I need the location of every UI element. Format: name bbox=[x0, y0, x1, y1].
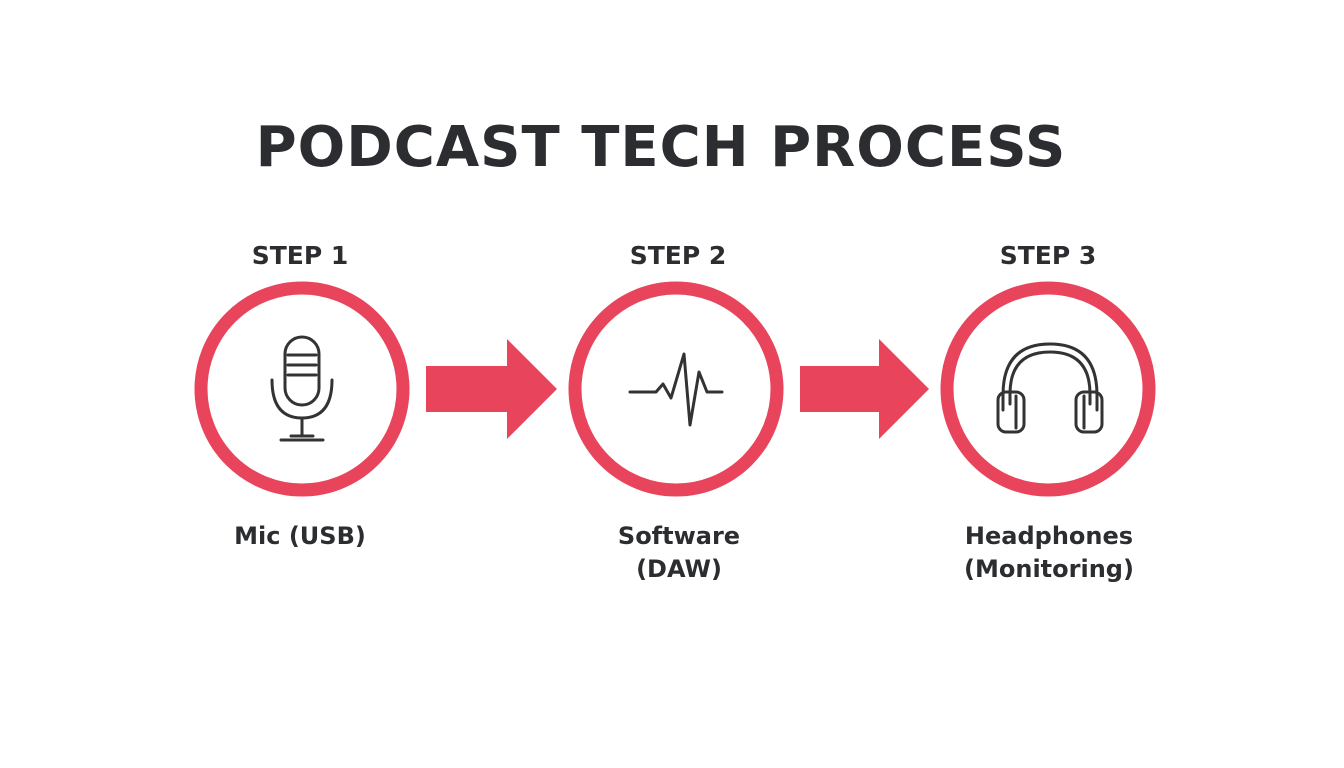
diagram-title: PODCAST TECH PROCESS bbox=[255, 115, 1067, 180]
microphone-icon bbox=[270, 335, 334, 442]
headphones-icon bbox=[996, 342, 1104, 434]
step-3-label: STEP 3 bbox=[999, 241, 1097, 270]
step-1-caption: Mic (USB) bbox=[170, 520, 430, 553]
step-1-circle bbox=[194, 281, 410, 497]
step-3-caption-line-1: Headphones bbox=[964, 522, 1134, 550]
step-2-label: STEP 2 bbox=[629, 241, 727, 270]
step-3-circle bbox=[940, 281, 1156, 497]
step-3-caption-line-2: (Monitoring) bbox=[964, 555, 1134, 583]
step-1-caption-line-1: Mic (USB) bbox=[234, 522, 366, 550]
step-2-caption: Software (DAW) bbox=[549, 520, 809, 586]
arrow-1-to-2 bbox=[426, 339, 557, 439]
step-1-label: STEP 1 bbox=[251, 241, 349, 270]
arrow-2-to-3 bbox=[800, 339, 929, 439]
step-2-circle bbox=[568, 281, 784, 497]
step-2-caption-line-2: (DAW) bbox=[636, 555, 722, 583]
step-2-caption-line-1: Software bbox=[617, 522, 741, 550]
waveform-icon bbox=[628, 352, 724, 427]
step-3-caption: Headphones (Monitoring) bbox=[919, 520, 1179, 586]
